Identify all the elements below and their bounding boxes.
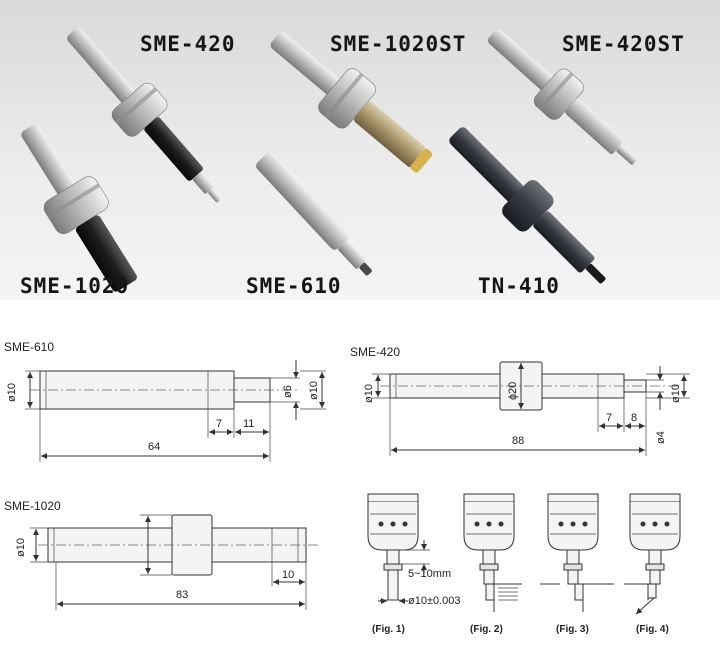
- sme-610-dia-tip-outer: ø10: [308, 381, 320, 400]
- drawing-sme-610: SME-610 ø10 ø6 ø10 7 11: [4, 340, 326, 462]
- label-sme-610: SME-610: [246, 274, 342, 298]
- usage-figures: 5~10mm ø10±0.003 (Fig. 2): [367, 493, 681, 635]
- photo-sme-420st: [488, 29, 637, 165]
- title-sme-1020: SME-1020: [4, 499, 61, 513]
- sme-610-len-total: 64: [148, 441, 160, 453]
- sme-1020-len-total: 83: [176, 589, 188, 601]
- sme-610-len-11: 11: [243, 418, 254, 430]
- label-sme-1020st: SME-1020ST: [330, 32, 467, 56]
- fig4-caption: (Fig. 4): [636, 624, 669, 635]
- title-sme-610: SME-610: [4, 340, 54, 354]
- sme-420-len-7: 7: [606, 412, 612, 424]
- fig2-caption: (Fig. 2): [470, 624, 503, 635]
- fig3-caption: (Fig. 3): [556, 624, 589, 635]
- fig-4: (Fig. 4): [624, 493, 681, 635]
- fig1-tolerance: ø10±0.003: [408, 595, 461, 607]
- photo-sme-1020: [21, 124, 137, 292]
- product-photos: [21, 28, 637, 292]
- fig-1: 5~10mm ø10±0.003: [367, 493, 461, 607]
- sme-610-len-7: 7: [216, 418, 222, 430]
- sme-610-dia-tip: ø6: [282, 385, 294, 398]
- fig1-caption: (Fig. 1): [372, 624, 405, 635]
- label-sme-1020: SME-1020: [20, 274, 130, 298]
- label-sme-420: SME-420: [140, 32, 236, 56]
- sme-420-dia-tip-outer: ø10: [670, 384, 682, 403]
- photo-sme-1020st: [270, 32, 433, 173]
- drawing-sme-1020: SME-1020 ø10 10 83: [4, 499, 320, 610]
- sme-610-dia-shank: ø10: [6, 383, 18, 402]
- label-sme-420st: SME-420ST: [562, 32, 685, 56]
- sme-420-dia-pin: ø4: [655, 431, 667, 444]
- photo-sme-610: [256, 152, 372, 276]
- photo-sme-420: [67, 28, 221, 203]
- sme-420-len-total: 88: [512, 435, 524, 447]
- sme-1020-len-10: 10: [282, 569, 294, 581]
- drawing-sme-420: SME-420 ø10 ɸ20 ø10 ø4: [350, 345, 690, 456]
- title-sme-420: SME-420: [350, 345, 400, 359]
- sme-420-dia-body: ɸ20: [507, 382, 519, 400]
- sme-420-len-8: 8: [631, 412, 637, 424]
- photo-tn-410: [449, 127, 606, 284]
- fig-2: (Fig. 2): [463, 493, 522, 635]
- sme-1020-dia-shank: ø10: [15, 538, 27, 557]
- fig1-range: 5~10mm: [408, 568, 451, 580]
- fig-3: (Fig. 3): [540, 493, 614, 635]
- sme-420-dia-shank: ø10: [363, 384, 375, 403]
- label-tn-410: TN-410: [478, 274, 560, 298]
